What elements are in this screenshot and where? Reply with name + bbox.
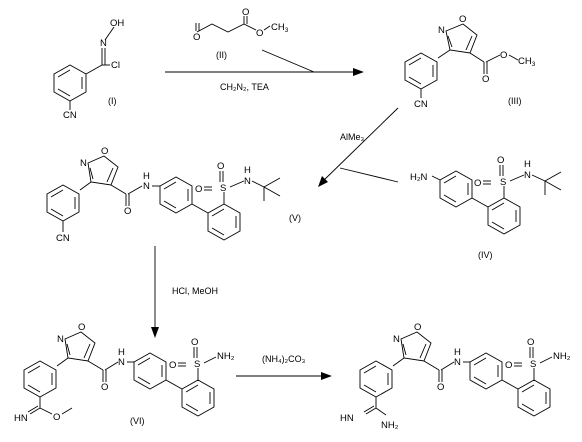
compound-VI-hn: HN <box>14 413 28 424</box>
compound-VII-nh: N <box>454 357 461 368</box>
compound-I-cn: CN <box>63 110 77 121</box>
compound-VI-nh: N <box>118 357 125 368</box>
compound-II-label: (II) <box>216 50 227 60</box>
arrow-step1 <box>165 49 364 76</box>
compound-V-nh2: N <box>244 176 251 187</box>
compound-II-o3: O <box>256 28 263 39</box>
compound-VII-s: S <box>530 359 536 370</box>
compound-I-oh: OH <box>110 18 124 29</box>
compound-III-cn: CN <box>414 99 428 110</box>
condition-step1: CH₂N₂, TEA <box>220 82 269 92</box>
compound-III-on: O <box>459 14 466 25</box>
arrow-step4 <box>236 372 332 380</box>
compound-VII-h: H <box>454 347 461 358</box>
condition-step3: HCl, MeOH <box>172 286 218 296</box>
compound-III-n: N <box>438 25 445 36</box>
compound-III-o1: O <box>482 74 489 85</box>
condition-step4: (NH₄)₂CO₃ <box>262 354 306 364</box>
compound-VII-o1: O <box>527 337 534 348</box>
compound-VI-n: N <box>57 334 64 345</box>
condition-step2: AlMe₃ <box>340 132 365 142</box>
compound-V-nh: N <box>143 181 150 192</box>
compound-IV-h: H <box>524 159 531 170</box>
compound-V-o2: O <box>195 184 202 195</box>
compound-VI-h: H <box>118 347 125 358</box>
compound-V-s: S <box>220 183 226 194</box>
compound-I-cl: Cl <box>111 60 120 71</box>
compound-IV-s: S <box>500 177 506 188</box>
compound-VII-n: N <box>393 334 400 345</box>
compound-VI-o2: O <box>169 360 176 371</box>
compound-VI-nh2: NH₂ <box>217 351 235 362</box>
compound-VII: O N O N H S O O NH₂ <box>340 322 571 431</box>
compound-I: OH N Cl CN (I) <box>53 18 124 121</box>
compound-VI-on: O <box>78 322 85 333</box>
compound-III-o2: O <box>500 50 507 61</box>
compound-V-o1: O <box>217 161 224 172</box>
compound-VI-ome: O <box>53 412 60 423</box>
arrow-step2 <box>318 107 399 187</box>
compound-III-me: CH3 <box>518 56 536 68</box>
compound-IV-h2n: H₂N <box>410 172 428 183</box>
compound-IV-o2: O <box>474 178 481 189</box>
compound-V-h: H <box>143 171 150 182</box>
compound-III-label: (III) <box>508 96 522 106</box>
compound-VII-o: O <box>437 382 444 393</box>
arrow-step3 <box>151 246 159 338</box>
compound-V-n: N <box>80 158 87 169</box>
compound-V-on: O <box>101 146 108 157</box>
compound-I-label: (I) <box>108 96 117 106</box>
compound-VII-o2: O <box>505 360 512 371</box>
compound-VI-o1: O <box>191 337 198 348</box>
compound-V-label: (V) <box>289 213 301 223</box>
compound-VII-hn: HN <box>340 413 354 424</box>
compound-VI: O N O N H S O O NH₂ <box>14 322 235 426</box>
compound-VII-nh2: NH₂ <box>553 351 571 362</box>
compound-II-o2: O <box>242 7 249 18</box>
compound-II-o1: O <box>193 32 200 43</box>
compound-VI-s: S <box>194 359 200 370</box>
compound-IV: H₂N S O O N H (IV) <box>410 155 562 260</box>
compound-V-cn: CN <box>56 233 70 244</box>
compound-VI-label: (VI) <box>130 416 145 426</box>
compound-II-ch3: CH3 <box>271 22 289 34</box>
compound-III: O O CH3 O N CN (III) <box>404 14 536 110</box>
compound-V: O N O N H S O O N H <box>46 146 301 244</box>
compound-II: O O O CH3 (II) <box>193 7 289 60</box>
compound-VII-nh2b: NH₂ <box>381 420 399 431</box>
compound-IV-o1: O <box>497 155 504 166</box>
compound-VII-on: O <box>414 322 421 333</box>
compound-V-h2: H <box>244 165 251 176</box>
compound-V-o: O <box>124 206 131 217</box>
compound-VI-o: O <box>101 382 108 393</box>
compound-IV-nh: N <box>524 170 531 181</box>
compound-IV-label: (IV) <box>478 250 493 260</box>
compound-I-n: N <box>100 38 107 49</box>
